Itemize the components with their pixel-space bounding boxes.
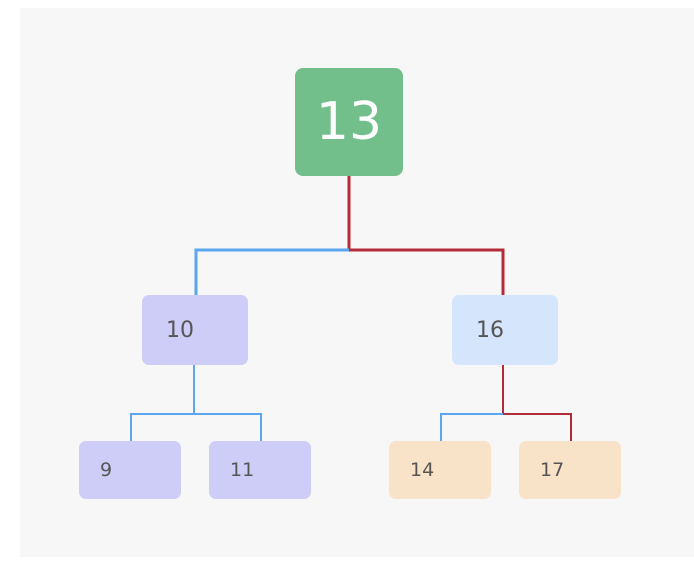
node-value: 13 (315, 92, 383, 152)
tree-node-left: 10 (142, 295, 248, 365)
edge-10-11 (193, 365, 262, 441)
edge-10-9 (130, 413, 194, 441)
node-value: 17 (540, 459, 565, 481)
node-value: 9 (100, 459, 113, 481)
tree-node-right-right: 17 (519, 441, 621, 499)
tree-node-right: 16 (452, 295, 558, 365)
edge-16-14 (440, 413, 503, 441)
edge-16-17 (502, 365, 572, 441)
tree-node-right-left: 14 (389, 441, 491, 499)
edge-13-10 (194, 248, 349, 295)
node-value: 11 (230, 459, 255, 481)
node-value: 10 (166, 317, 194, 343)
node-value: 14 (410, 459, 435, 481)
tree-node-left-left: 9 (79, 441, 181, 499)
tree-node-left-right: 11 (209, 441, 311, 499)
tree-node-root: 13 (295, 68, 403, 176)
edge-13-16 (347, 176, 505, 295)
node-value: 16 (476, 317, 504, 343)
